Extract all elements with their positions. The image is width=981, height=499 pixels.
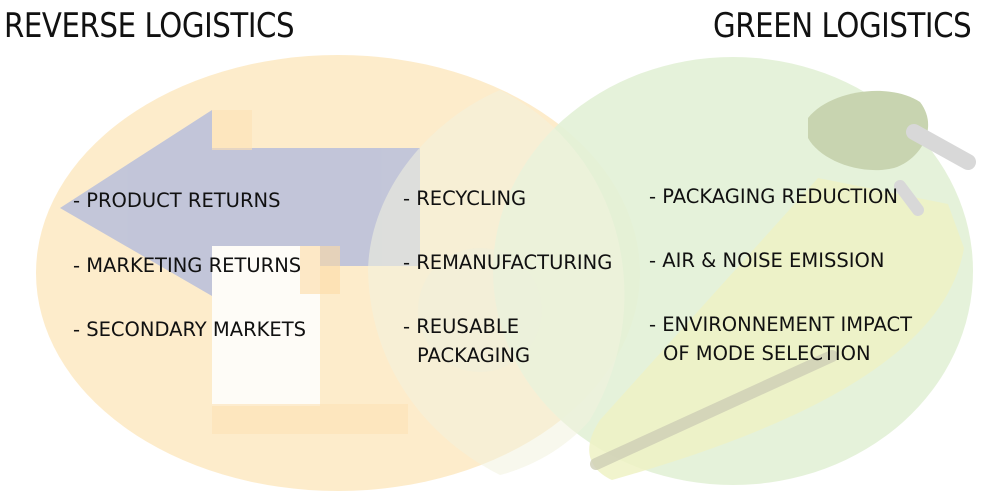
list-item: - AIR & NOISE EMISSION (649, 249, 885, 272)
list-item-continuation: PACKAGING (417, 344, 531, 367)
overlap-inner (418, 248, 542, 372)
list-item: - PACKAGING REDUCTION (649, 185, 898, 208)
list-item: - RECYCLING (403, 187, 527, 210)
reverse-logistics-title: REVERSE LOGISTICS (4, 6, 295, 46)
list-item: - MARKETING RETURNS (73, 254, 302, 277)
list-item: - SECONDARY MARKETS (73, 318, 307, 341)
recycle-arrow-icon (60, 110, 420, 434)
overlap-region (368, 90, 625, 475)
green-logistics-title: GREEN LOGISTICS (712, 6, 972, 46)
list-item: - PRODUCT RETURNS (73, 189, 281, 212)
list-item: - REMANUFACTURING (403, 251, 613, 274)
leaf-icon (589, 90, 976, 480)
list-item: - REUSABLE (403, 315, 520, 338)
list-item-continuation: OF MODE SELECTION (663, 342, 871, 365)
list-item: - ENVIRONNEMENT IMPACT (649, 313, 913, 336)
